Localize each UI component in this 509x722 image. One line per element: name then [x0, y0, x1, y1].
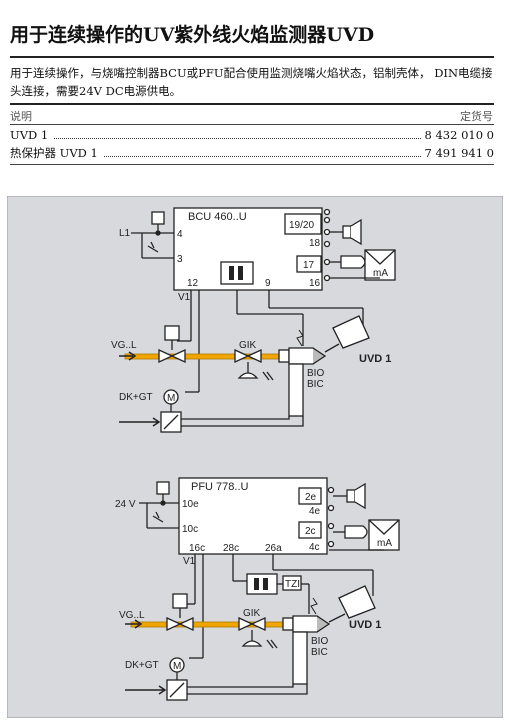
gas-pipe	[124, 353, 306, 360]
row-name: 热保护器 UVD 1	[10, 146, 98, 160]
24v-label: 24 V	[115, 499, 136, 510]
l1-label: L1	[119, 228, 131, 239]
terminal-10e: 10e	[182, 499, 199, 510]
terminal-28c: 28c	[223, 543, 239, 554]
terminal-18: 18	[309, 238, 321, 249]
table-bottom-rule	[10, 164, 494, 165]
flame-amplifier-icon	[220, 261, 254, 285]
fuse-icon	[151, 211, 165, 225]
gik-label: GIK	[243, 608, 261, 619]
uvd1-label: UVD 1	[349, 619, 381, 631]
terminal-4: 4	[177, 229, 183, 240]
svg-text:M: M	[173, 661, 181, 672]
horn-icon	[346, 489, 356, 503]
dot-leader	[54, 138, 421, 139]
terminal-2c: 2c	[305, 526, 316, 537]
horn-icon	[342, 225, 352, 239]
terminal-16: 16	[309, 278, 321, 289]
terminal-4e: 4e	[309, 506, 321, 517]
dk-gt-label: DK+GT	[125, 660, 159, 671]
svg-text:M: M	[167, 393, 175, 404]
bic-label: BIC	[307, 379, 324, 390]
terminal-4c: 4c	[309, 542, 320, 553]
table-header-rule	[10, 124, 494, 125]
terminal-2e: 2e	[305, 492, 317, 503]
fuse-icon	[156, 481, 170, 495]
column-header-description: 说明	[10, 110, 32, 123]
gik-regulator-icon	[238, 616, 266, 632]
terminal-16c: 16c	[189, 543, 205, 554]
v1-label: V1	[183, 556, 196, 567]
gik-label: GIK	[239, 340, 257, 351]
terminal-9: 9	[265, 278, 271, 289]
bic-label: BIC	[311, 647, 328, 658]
valve-label: VG..L	[111, 340, 137, 351]
column-header-order-number: 定货号	[460, 110, 493, 123]
terminal-3: 3	[177, 254, 183, 265]
row-order-number: 8 432 010 0	[424, 128, 495, 142]
wiring-diagram-bcu: BCU 460..U L1 4 3 12 9 V1 19/20 18 17 16	[111, 207, 396, 433]
valve-icon	[158, 348, 186, 364]
terminal-19-20: 19/20	[289, 220, 314, 231]
table-row: UVD 1 8 432 010 0	[10, 128, 494, 144]
uv-sensor-icon	[332, 315, 370, 349]
table-top-rule	[10, 103, 494, 105]
row-name: UVD 1	[10, 128, 49, 142]
terminal-26a: 26a	[265, 543, 282, 554]
wiring-diagram-pfu: PFU 778..U 24 V 10e 10c 16c 28c 26a V1 2…	[115, 477, 400, 701]
solenoid-icon	[172, 593, 188, 609]
gik-regulator-icon	[234, 348, 262, 364]
spark-icon	[310, 597, 318, 615]
terminal-17: 17	[303, 260, 315, 271]
controller-label: PFU 778..U	[191, 481, 249, 493]
switch-icon	[147, 241, 159, 253]
ma-label: mA	[373, 268, 388, 279]
dot-leader	[103, 156, 421, 157]
terminal-12: 12	[187, 278, 199, 289]
page-title: 用于连续操作的UV紫外线火焰监测器UVD	[10, 24, 375, 46]
flame-amplifier-icon	[246, 573, 278, 595]
v1-label: V1	[178, 292, 191, 303]
terminal-10c: 10c	[182, 524, 198, 535]
title-rule	[10, 56, 494, 58]
product-description: 用于连续操作，与烧嘴控制器BCU或PFU配合使用监测烧嘴火焰状态，铝制壳体， D…	[10, 66, 493, 98]
lamp-icon	[340, 255, 366, 269]
tzi-label: TZI	[285, 579, 300, 590]
wiring-diagrams: BCU 460..U L1 4 3 12 9 V1 19/20 18 17 16	[7, 196, 503, 718]
valve-label: VG..L	[119, 610, 145, 621]
table-row: 热保护器 UVD 1 7 491 941 0	[10, 145, 494, 161]
spark-icon	[296, 329, 304, 347]
uvd1-label: UVD 1	[359, 353, 391, 365]
solenoid-icon	[164, 325, 180, 341]
bio-label: BIO	[311, 636, 328, 647]
valve-icon	[166, 616, 194, 632]
row-order-number: 7 491 941 0	[424, 146, 495, 160]
dk-gt-label: DK+GT	[119, 392, 153, 403]
ma-label: mA	[377, 538, 392, 549]
switch-icon	[152, 511, 164, 523]
uv-sensor-icon	[338, 585, 376, 619]
lamp-icon	[344, 525, 368, 539]
bio-label: BIO	[307, 368, 324, 379]
controller-label: BCU 460..U	[188, 211, 247, 223]
